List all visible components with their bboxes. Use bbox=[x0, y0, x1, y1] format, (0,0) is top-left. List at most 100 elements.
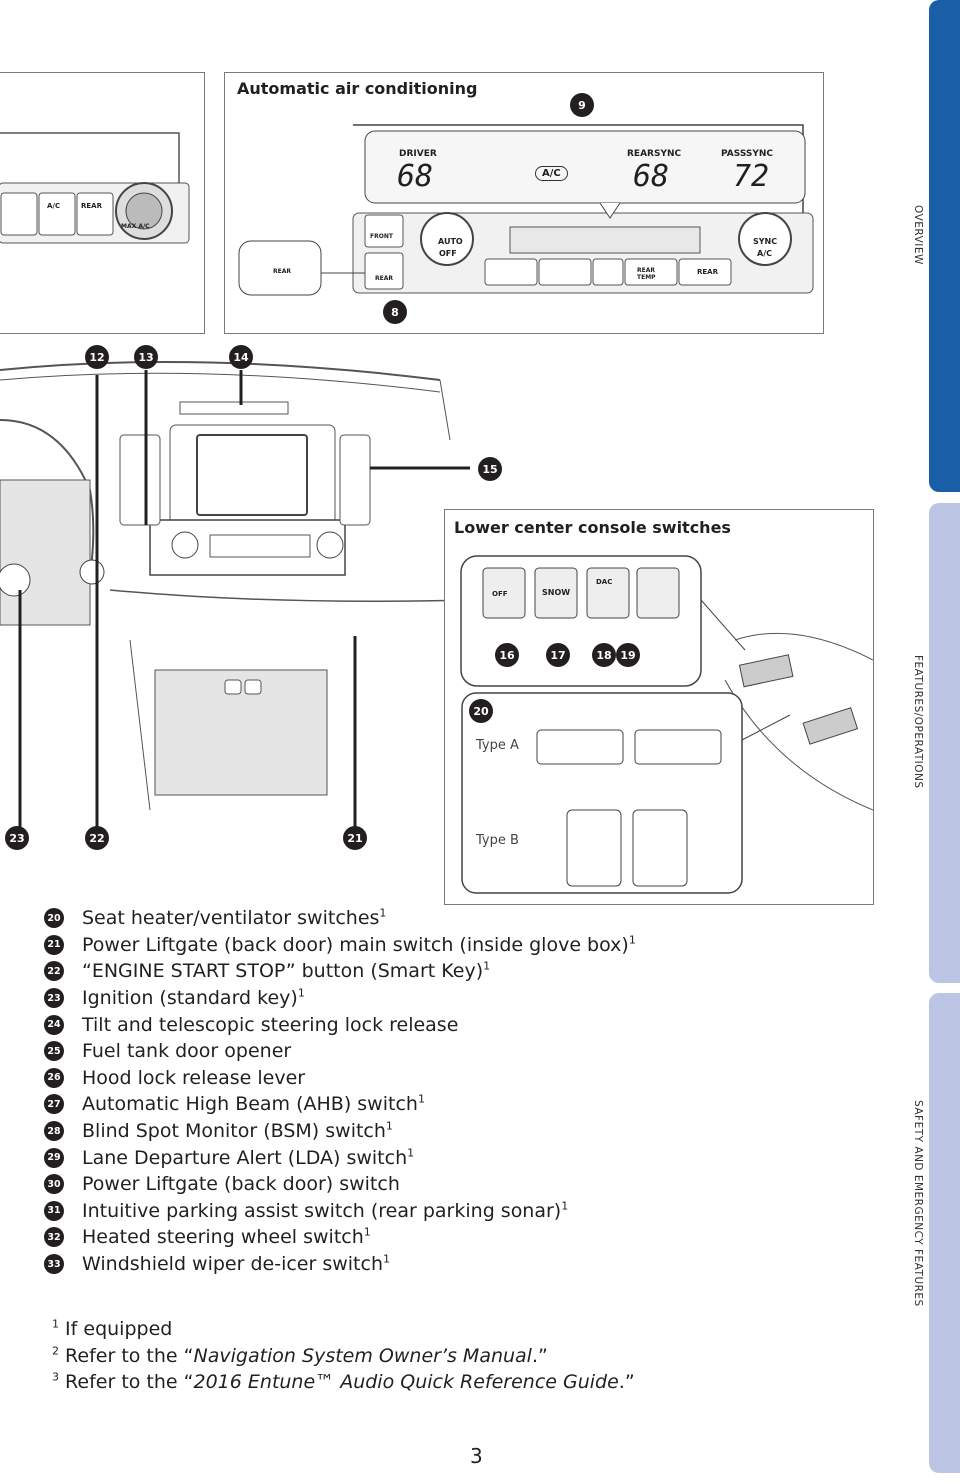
legend-label: Ignition (standard key) bbox=[82, 987, 298, 1010]
sync-button[interactable]: SYNC bbox=[753, 237, 778, 246]
legend-label: Tilt and telescopic steering lock releas… bbox=[82, 1013, 459, 1036]
sync-ac-button[interactable]: A/C bbox=[757, 249, 772, 258]
legend-footnote-marker: 1 bbox=[417, 1093, 425, 1107]
legend-number-badge: 33 bbox=[44, 1254, 64, 1275]
callout-16: 16 bbox=[495, 643, 519, 667]
legend-number-badge: 28 bbox=[44, 1121, 64, 1142]
legend-label: Lane Departure Alert (LDA) switch bbox=[82, 1146, 408, 1169]
legend-label: Windshield wiper de-icer switch bbox=[82, 1253, 383, 1276]
footnote-2-post: .” bbox=[531, 1345, 548, 1367]
max-ac-label: MAX A/C bbox=[121, 223, 150, 230]
footnote-2-marker: 2 bbox=[52, 1344, 59, 1358]
legend-footnote-marker: 1 bbox=[483, 960, 491, 974]
driver-label: DRIVER bbox=[399, 149, 437, 159]
callout-22: 22 bbox=[85, 826, 109, 850]
callout-9: 9 bbox=[570, 93, 594, 117]
legend-text: Automatic High Beam (AHB) switch1 bbox=[82, 1093, 425, 1115]
features-tab-label: FEATURES/OPERATIONS bbox=[912, 655, 924, 789]
legend-number-badge: 27 bbox=[44, 1094, 64, 1115]
front-defrost-button[interactable]: FRONT bbox=[370, 233, 393, 240]
legend-number-badge: 26 bbox=[44, 1067, 64, 1088]
legend-number-badge: 23 bbox=[44, 988, 64, 1009]
rear-button[interactable]: REAR bbox=[697, 268, 718, 276]
auto-ac-title: Automatic air conditioning bbox=[237, 79, 478, 98]
driver-temp: 68 bbox=[397, 159, 434, 194]
footnote-3-marker: 3 bbox=[52, 1370, 59, 1384]
lower-console-illustration bbox=[460, 555, 873, 894]
dac-button[interactable]: DAC bbox=[596, 578, 613, 586]
legend-footnote-marker: 1 bbox=[407, 1146, 415, 1160]
rear-temp-button[interactable]: REAR TEMP bbox=[637, 267, 656, 281]
legend-label: Fuel tank door opener bbox=[82, 1040, 292, 1063]
legend-text: Fuel tank door opener bbox=[82, 1040, 291, 1062]
legend-footnote-marker: 1 bbox=[628, 933, 636, 947]
auto-button[interactable]: AUTO bbox=[438, 237, 463, 246]
type-b-label: Type B bbox=[476, 833, 519, 848]
lower-console-panel: Lower center console switches OFF SNOW D… bbox=[444, 509, 874, 905]
passenger-temp: 72 bbox=[733, 159, 770, 194]
features-tab[interactable] bbox=[929, 503, 960, 983]
footnote-1-text: If equipped bbox=[65, 1318, 173, 1340]
callout-21: 21 bbox=[343, 826, 367, 850]
callout-15: 15 bbox=[478, 457, 502, 481]
legend-number-badge: 24 bbox=[44, 1014, 64, 1035]
overview-tab[interactable] bbox=[929, 0, 960, 492]
legend-footnote-marker: 1 bbox=[363, 1226, 371, 1240]
legend-label: Power Liftgate (back door) main switch (… bbox=[82, 933, 629, 956]
footnote-1: 1 If equipped bbox=[52, 1318, 172, 1340]
callout-14: 14 bbox=[229, 345, 253, 369]
legend-item: 21 Power Liftgate (back door) main switch… bbox=[44, 932, 636, 959]
legend-number-badge: 29 bbox=[44, 1147, 64, 1168]
legend-footnote-marker: 1 bbox=[297, 986, 305, 1000]
footnote-3-title: 2016 Entune™ Audio Quick Reference Guide bbox=[193, 1371, 619, 1393]
callout-23: 23 bbox=[5, 826, 29, 850]
rear-defrost-button[interactable]: REAR bbox=[375, 275, 393, 282]
manual-rear-button-label[interactable]: REAR bbox=[81, 202, 102, 210]
callout-8: 8 bbox=[383, 300, 407, 324]
footnote-1-marker: 1 bbox=[52, 1317, 59, 1331]
legend-item: 27 Automatic High Beam (AHB) switch1 bbox=[44, 1091, 636, 1118]
legend-label: Heated steering wheel switch bbox=[82, 1226, 364, 1249]
manual-ac-button-label[interactable]: A/C bbox=[47, 202, 61, 210]
footnote-2: 2 Refer to the “Navigation System Owner’… bbox=[52, 1345, 548, 1367]
off-button[interactable]: OFF bbox=[439, 249, 457, 258]
legend-label: Automatic High Beam (AHB) switch bbox=[82, 1093, 418, 1116]
legend-text: Intuitive parking assist switch (rear pa… bbox=[82, 1200, 568, 1222]
legend-text: Lane Departure Alert (LDA) switch1 bbox=[82, 1147, 414, 1169]
callout-19: 19 bbox=[616, 643, 640, 667]
rear-sync-label: REARSYNC bbox=[627, 149, 682, 159]
footnote-2-pre: Refer to the “ bbox=[65, 1345, 194, 1367]
footnote-3: 3 Refer to the “2016 Entune™ Audio Quick… bbox=[52, 1371, 635, 1393]
manual-ac-panel: A/C REAR MAX A/C bbox=[0, 72, 205, 334]
rear-defrost-zoom-label: REAR bbox=[273, 268, 291, 275]
safety-tab-label: SAFETY AND EMERGENCY FEATURES bbox=[912, 1100, 924, 1307]
legend-number-badge: 21 bbox=[44, 934, 64, 955]
snow-button[interactable]: SNOW bbox=[542, 588, 571, 597]
legend-item: 29 Lane Departure Alert (LDA) switch1 bbox=[44, 1144, 636, 1171]
legend-label: Power Liftgate (back door) switch bbox=[82, 1173, 400, 1196]
legend-label: “ENGINE START STOP” button (Smart Key) bbox=[82, 960, 484, 983]
legend-label: Blind Spot Monitor (BSM) switch bbox=[82, 1120, 386, 1143]
callout-18: 18 bbox=[592, 643, 616, 667]
footnote-2-title: Navigation System Owner’s Manual bbox=[193, 1345, 532, 1367]
legend-text: Tilt and telescopic steering lock releas… bbox=[82, 1014, 458, 1036]
manual-ac-illustration bbox=[0, 132, 190, 244]
dashboard-illustration bbox=[0, 361, 470, 835]
legend-label: Intuitive parking assist switch (rear pa… bbox=[82, 1199, 562, 1222]
legend-number-badge: 22 bbox=[44, 961, 64, 982]
legend-item: 22 “ENGINE START STOP” button (Smart Key)… bbox=[44, 958, 636, 985]
legend-footnote-marker: 1 bbox=[379, 906, 387, 920]
vsc-off-button[interactable]: OFF bbox=[492, 590, 508, 598]
safety-tab[interactable] bbox=[929, 993, 960, 1473]
legend-text: Power Liftgate (back door) switch bbox=[82, 1173, 400, 1195]
auto-ac-illustration bbox=[238, 124, 814, 296]
legend-item: 24 Tilt and telescopic steering lock rele… bbox=[44, 1011, 636, 1038]
